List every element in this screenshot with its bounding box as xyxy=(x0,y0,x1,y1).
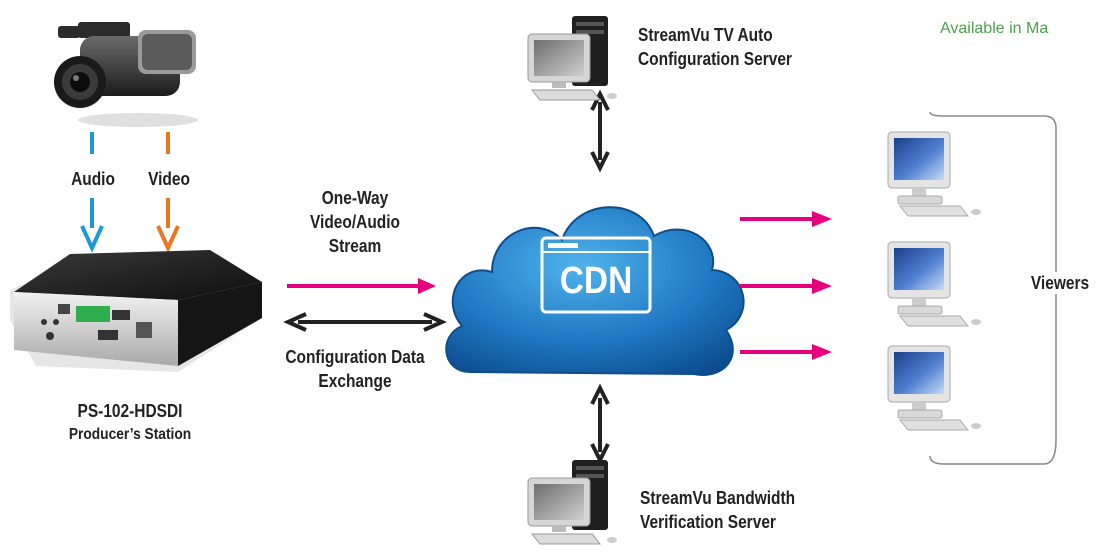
bandwidth-link-arrow xyxy=(590,383,610,465)
configuration-exchange-arrow xyxy=(283,312,447,332)
auto-config-server-label-1: StreamVu TV Auto xyxy=(638,25,773,45)
config-label-line-2: Exchange xyxy=(318,371,392,391)
viewer-stream-arrow-1 xyxy=(740,211,832,227)
producer-subtitle-label: Producer’s Station xyxy=(68,426,192,443)
video-arrow xyxy=(156,132,180,253)
producer-model-label: PS-102-HDSDI xyxy=(77,401,183,421)
bandwidth-server-label-2: Verification Server xyxy=(640,512,776,532)
audio-arrow xyxy=(80,132,104,253)
cdn-cloud-icon xyxy=(445,206,745,376)
cdn-label: CDN xyxy=(559,260,633,302)
stream-label-line-1: One-Way xyxy=(321,188,389,208)
video-camera-icon xyxy=(54,22,198,127)
stream-label-line-3: Stream xyxy=(328,236,382,256)
bandwidth-server-label-1: StreamVu Bandwidth xyxy=(640,488,796,508)
stream-label-line-2: Video/Audio xyxy=(309,212,401,232)
config-label-line-1: Configuration Data xyxy=(285,347,425,367)
availability-banner: Available in Ma xyxy=(940,20,1049,37)
auto-config-server-label-2: Configuration Server xyxy=(638,49,792,69)
auto-config-link-arrow xyxy=(590,89,610,173)
viewers-label: Viewers xyxy=(1022,272,1098,294)
viewer-stream-arrow-3 xyxy=(740,344,832,360)
audio-label: Audio xyxy=(71,169,115,189)
bandwidth-server-icon xyxy=(527,460,617,545)
viewer-computer-icon xyxy=(887,131,981,217)
producer-station-device-icon xyxy=(10,250,262,372)
viewer-computer-icon xyxy=(887,345,981,431)
viewer-stream-arrow-2 xyxy=(740,278,832,294)
auto-config-server-icon xyxy=(527,16,617,101)
video-label: Video xyxy=(148,169,190,189)
viewer-computer-icon xyxy=(887,241,981,327)
one-way-stream-arrow xyxy=(287,278,436,294)
